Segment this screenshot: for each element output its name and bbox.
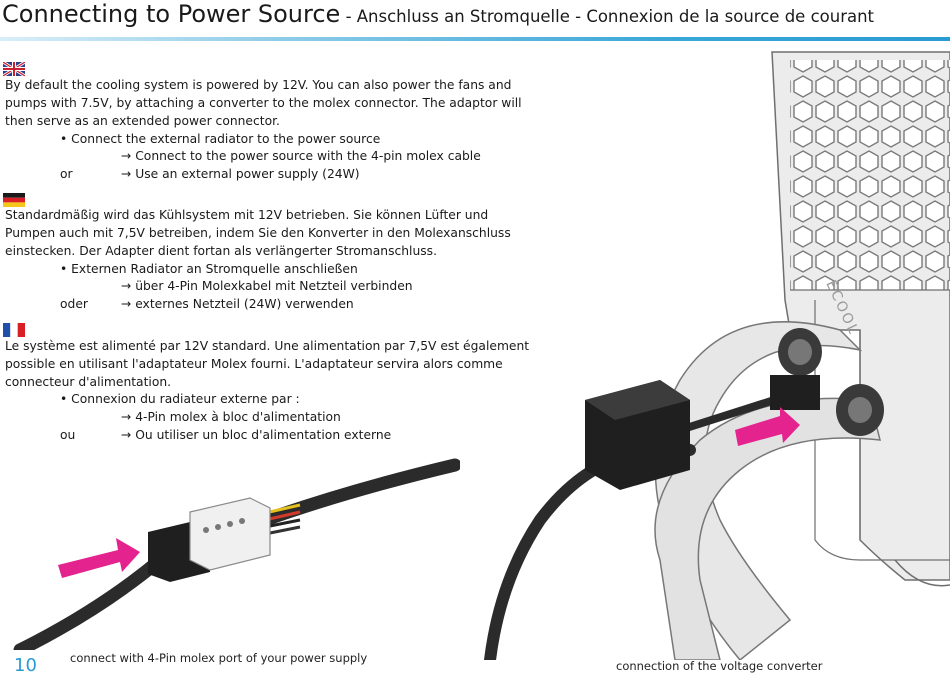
english-line-3: then serve as an extended power connecto… [5, 114, 280, 128]
english-bullet: • Connect the external radiator to the p… [60, 132, 381, 146]
caption-right: connection of the voltage converter [616, 659, 823, 673]
french-line-1: Le système est alimenté par 12V standard… [5, 339, 530, 353]
french-line-2: possible en utilisant l'adaptateur Molex… [5, 357, 503, 371]
french-flag-icon [3, 323, 25, 337]
german-bullet: • Externen Radiator an Stromquelle ansch… [60, 262, 358, 276]
french-option-2: → Ou utiliser un bloc d'alimentation ext… [121, 428, 392, 442]
title-main: Connecting to Power Source [2, 0, 341, 28]
german-option-1: → über 4-Pin Molexkabel mit Netzteil ver… [121, 279, 413, 293]
page-header: Connecting to Power Source - Anschluss a… [0, 0, 950, 44]
caption-left: connect with 4-Pin molex port of your po… [70, 651, 368, 665]
german-line-1: Standardmäßig wird das Kühlsystem mit 12… [5, 208, 489, 222]
english-or: or [60, 167, 73, 181]
english-line-1: By default the cooling system is powered… [5, 78, 512, 92]
uk-flag-icon [3, 62, 25, 76]
german-line-2: Pumpen auch mit 7,5V betreiben, indem Si… [5, 226, 511, 240]
french-line-3: connecteur d'alimentation. [5, 375, 172, 389]
header-rule [0, 37, 950, 41]
german-flag-icon [3, 193, 25, 207]
molex-connector-illustration [13, 458, 460, 650]
french-bullet: • Connexion du radiateur externe par : [60, 392, 300, 406]
german-line-3: einstecken. Der Adapter dient fortan als… [5, 244, 437, 258]
page-title: Connecting to Power Source - Anschluss a… [2, 0, 874, 28]
french-option-1: → 4-Pin molex à bloc d'alimentation [121, 410, 341, 424]
german-or: oder [60, 297, 88, 311]
title-sub: - Anschluss an Stromquelle - Connexion d… [340, 7, 875, 26]
english-option-1: → Connect to the power source with the 4… [121, 149, 481, 163]
english-line-2: pumps with 7.5V, by attaching a converte… [5, 96, 522, 110]
french-or: ou [60, 428, 76, 442]
page-number: 10 [14, 655, 37, 676]
converter-arrow-icon [735, 407, 800, 446]
molex-arrow-icon [58, 538, 140, 578]
german-option-2: → externes Netzteil (24W) verwenden [121, 297, 354, 311]
english-option-2: → Use an external power supply (24W) [121, 167, 360, 181]
radiator-converter-illustration: ECOOL [484, 51, 950, 660]
